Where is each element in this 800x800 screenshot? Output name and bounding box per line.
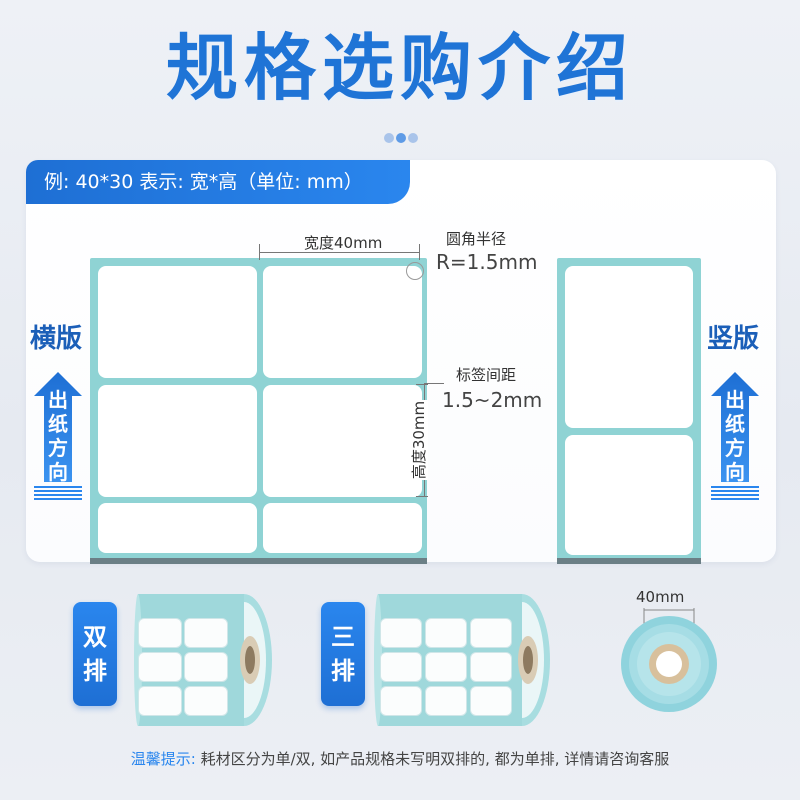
badge-char: 排 (331, 657, 355, 685)
roll-sticker (380, 618, 422, 648)
roll-sticker (425, 652, 467, 682)
badge-char: 三 (331, 623, 355, 651)
horizontal-feed-arrow: 出 纸 方 向 (34, 372, 82, 512)
roll-sticker (138, 618, 182, 648)
roll-sticker (138, 686, 182, 716)
badge-char: 排 (83, 657, 107, 685)
roll-sticker (425, 618, 467, 648)
dim-tick (259, 244, 260, 260)
width-dim-line (260, 252, 420, 253)
arrow-char: 向 (725, 460, 745, 484)
tip-body: 耗材区分为单/双, 如产品规格未写明双排的, 都为单排, 详情请咨询客服 (195, 750, 670, 768)
roll-sticker (425, 686, 467, 716)
label-sticker (263, 503, 422, 553)
label-sticker (98, 503, 257, 553)
page-title: 规格选购介绍 (165, 26, 634, 110)
arrow-char: 纸 (725, 412, 745, 436)
sheet-edge (90, 558, 427, 564)
horizontal-title: 横版 (30, 324, 83, 354)
radius-title: 圆角半径 (446, 230, 507, 248)
label-sticker (98, 266, 257, 378)
label-sticker (263, 385, 422, 497)
roll-sticker (184, 652, 228, 682)
vertical-title: 竖版 (707, 324, 760, 354)
roll-sticker (380, 652, 422, 682)
dim-tick (416, 384, 428, 385)
tip-heading: 温馨提示: (130, 750, 196, 768)
arrow-char: 纸 (48, 412, 68, 436)
arrow-stripes (711, 486, 759, 502)
roll-side-view (614, 604, 724, 714)
sheet-edge (557, 558, 701, 564)
arrow-char: 出 (725, 388, 745, 412)
arrow-char: 方 (48, 436, 68, 460)
vertical-label-sheet (557, 258, 701, 562)
up-arrow-icon (711, 372, 759, 482)
width-label: 宽度40mm (304, 234, 383, 252)
label-sticker (565, 266, 693, 428)
vertical-feed-arrow: 出 纸 方 向 (711, 372, 759, 512)
dim-tick (416, 496, 428, 497)
roll-sticker (380, 686, 422, 716)
label-sticker (263, 266, 422, 378)
double-row-roll-image (124, 590, 274, 730)
triple-row-badge: 三 排 (321, 602, 365, 706)
roll-sticker (470, 618, 512, 648)
example-banner: 例: 40*30 表示: 宽*高（单位: mm） (26, 160, 410, 204)
title-dots (384, 128, 424, 143)
roll-core-icon (621, 608, 717, 712)
up-arrow-icon (34, 372, 82, 482)
radius-value: R=1.5mm (436, 250, 538, 274)
roll-sticker (184, 618, 228, 648)
arrow-char: 向 (48, 460, 68, 484)
roll-sticker (470, 652, 512, 682)
label-sticker (98, 385, 257, 497)
footer-tip: 温馨提示: 耗材区分为单/双, 如产品规格未写明双排的, 都为单排, 详情请咨询… (0, 748, 800, 769)
core-diameter-label: 40mm (636, 588, 685, 606)
double-row-badge: 双 排 (73, 602, 117, 706)
horizontal-label-sheet (90, 258, 427, 562)
radius-circle-icon (406, 262, 424, 280)
height-label: 高度30mm (408, 400, 428, 480)
arrow-char: 出 (48, 388, 68, 412)
gap-pointer (424, 383, 444, 384)
gap-title: 标签间距 (456, 366, 517, 384)
gap-value: 1.5~2mm (442, 388, 543, 412)
roll-sticker (184, 686, 228, 716)
arrow-char: 方 (725, 436, 745, 460)
triple-row-roll-image (372, 590, 552, 730)
roll-sticker (470, 686, 512, 716)
badge-char: 双 (83, 623, 107, 651)
arrow-stripes (34, 486, 82, 502)
roll-sticker (138, 652, 182, 682)
label-sticker (565, 435, 693, 555)
